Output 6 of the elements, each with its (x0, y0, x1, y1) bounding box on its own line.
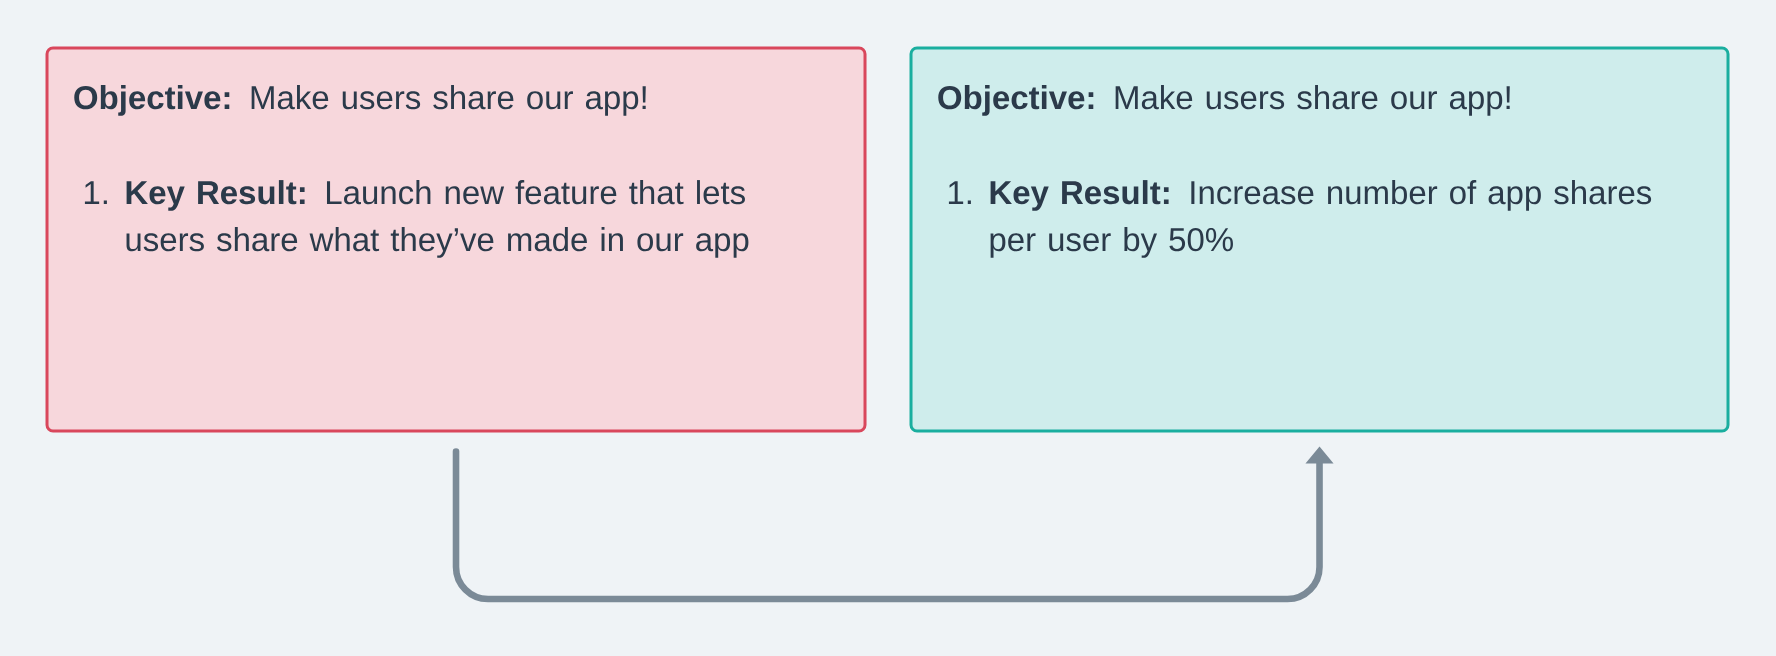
list-number: 1. (948, 181, 971, 204)
key-result-text: Key Result: Launch new feature that lets users share what they’ve made in our app (126, 180, 749, 258)
list-number: 1. (84, 181, 107, 204)
key-result-text: Key Result: Increase number of app shares per user by 50% (990, 180, 1652, 258)
objective-text: Objective: Make users share our app! (938, 85, 1510, 116)
objective-text: Objective: Make users share our app! (74, 85, 646, 116)
